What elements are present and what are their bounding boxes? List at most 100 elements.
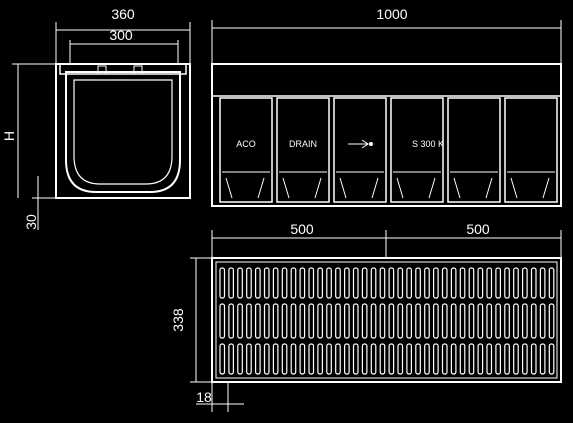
grating-slot: [228, 343, 234, 375]
grating-slot: [504, 343, 510, 375]
marking-drain: DRAIN: [289, 139, 317, 149]
grating-slot: [379, 343, 386, 375]
grating-slot: [521, 267, 528, 299]
grating-slot: [539, 303, 546, 339]
grating-slot: [513, 267, 519, 299]
grating-slot: [459, 303, 466, 339]
grating-slot: [335, 267, 341, 299]
dim-length: 1000: [376, 6, 407, 22]
grating-slot: [255, 303, 261, 339]
grating-slot: [397, 303, 404, 339]
grating-slot: [406, 343, 412, 375]
grating-slot: [504, 267, 510, 299]
grating-slot: [379, 303, 386, 339]
grating-slot: [370, 267, 377, 299]
grating-slot: [468, 303, 475, 339]
grating-slot: [335, 303, 341, 339]
grating-slot: [468, 343, 475, 375]
grating-slot: [495, 343, 501, 375]
grating-slot: [246, 343, 252, 375]
grating-slot: [397, 343, 404, 375]
grating-slot: [308, 267, 315, 299]
grating-slot: [326, 267, 332, 299]
grating-slot: [548, 343, 555, 375]
grating-slot: [326, 343, 332, 375]
grating-slot: [361, 343, 368, 375]
grating-slot: [513, 343, 519, 375]
grating-slot: [441, 343, 448, 375]
grating-slot: [237, 267, 243, 299]
grating-slot: [263, 267, 270, 299]
grating-slot: [344, 303, 350, 339]
grating-slot: [255, 343, 261, 375]
grating-slot: [388, 267, 395, 299]
grating-slot: [424, 343, 430, 375]
grating-slot: [281, 303, 288, 339]
grating-slot: [415, 303, 421, 339]
grating-slot: [352, 303, 359, 339]
grating-slot: [468, 267, 475, 299]
grating-slot: [237, 343, 243, 375]
grating-slot: [317, 343, 323, 375]
grating-slot: [433, 343, 439, 375]
grating-slot: [228, 267, 234, 299]
grating-slot: [361, 267, 368, 299]
grating-slot: [219, 303, 226, 339]
flow-arrow-icon: [348, 139, 373, 149]
side-panels: [219, 97, 558, 203]
grating-slot: [317, 303, 323, 339]
grating-slot: [299, 343, 306, 375]
grating-slot: [272, 303, 279, 339]
side-view: 1000 ACO DRAIN S 300 K: [211, 6, 562, 207]
grating-slot: [530, 303, 537, 339]
grating-slots: [219, 267, 555, 375]
grating-slot: [246, 303, 252, 339]
grating-slot: [495, 267, 501, 299]
grating-slot: [450, 267, 457, 299]
marking-aco: ACO: [236, 139, 256, 149]
grating-slot: [548, 267, 555, 299]
grating-slot: [272, 343, 279, 375]
grating-slot: [450, 303, 457, 339]
grating-slot: [326, 303, 332, 339]
grating-slot: [308, 303, 315, 339]
grating-slot: [415, 343, 421, 375]
dim-half-right: 500: [466, 221, 490, 237]
grating-slot: [299, 303, 306, 339]
grating-slot: [263, 303, 270, 339]
grating-slot: [486, 343, 493, 375]
marking-s300k: S 300 K: [412, 139, 444, 149]
grating-slot: [513, 303, 519, 339]
grating-slot: [433, 267, 439, 299]
grating-slot: [548, 303, 555, 339]
cross-section-view: 360 300 H 30: [1, 6, 191, 230]
grating-slot: [344, 267, 350, 299]
grating-slot: [281, 267, 288, 299]
grating-slot: [539, 267, 546, 299]
grating-slot: [228, 303, 234, 339]
grating-slot: [299, 267, 306, 299]
grating-slot: [521, 303, 528, 339]
grating-slot: [379, 267, 386, 299]
grating-slot: [539, 343, 546, 375]
grating-slot: [397, 267, 404, 299]
grating-slot: [352, 267, 359, 299]
dim-overall-width: 360: [111, 6, 135, 22]
grating-slot: [486, 303, 493, 339]
grating-slot: [486, 267, 493, 299]
grating-plan-view: 500 500 338 18: [170, 221, 562, 412]
dim-grating-edge: 18: [196, 389, 212, 405]
grating-slot: [352, 343, 359, 375]
grating-slot: [477, 303, 484, 339]
grating-slot: [415, 267, 421, 299]
grating-slot: [406, 267, 412, 299]
grating-slot: [459, 343, 466, 375]
grating-slot: [370, 303, 377, 339]
grating-slot: [263, 343, 270, 375]
grating-slot: [317, 267, 323, 299]
grating-slot: [459, 267, 466, 299]
grating-slot: [255, 267, 261, 299]
grating-slot: [370, 343, 377, 375]
